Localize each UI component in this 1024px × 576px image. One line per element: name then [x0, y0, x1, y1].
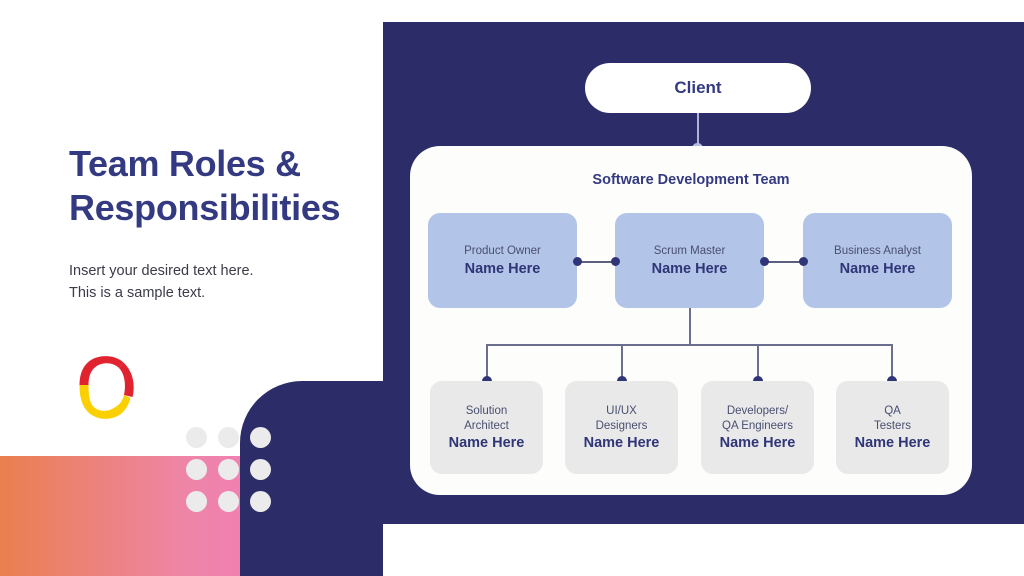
- gradient-accent-block: [0, 456, 262, 576]
- node-client[interactable]: Client: [585, 63, 811, 113]
- connector-dot-sm-left: [611, 257, 620, 266]
- dots-grid-decoration: [186, 427, 274, 515]
- node-solution-architect[interactable]: Solution Architect Name Here: [430, 381, 543, 474]
- node-developers-label-line2: QA Engineers: [722, 419, 793, 432]
- connector-drop-developers: [757, 344, 759, 382]
- page-title: Team Roles & Responsibilities: [69, 143, 341, 229]
- connector-dot-sm-right: [760, 257, 769, 266]
- page-subtitle: Insert your desired text here. This is a…: [69, 263, 254, 302]
- node-product-owner-name: Name Here: [464, 260, 541, 277]
- node-developers-qa-engineers[interactable]: Developers/ QA Engineers Name Here: [701, 381, 814, 474]
- node-business-analyst-label: Business Analyst: [834, 245, 921, 258]
- connector-drop-qa-testers: [891, 344, 893, 382]
- connector-drop-solution-architect: [486, 344, 488, 382]
- node-solution-architect-label-line2: Architect: [464, 419, 509, 432]
- connector-drop-uiux-designers: [621, 344, 623, 382]
- connector-client-to-team: [697, 113, 699, 148]
- node-qa-testers-label-line1: QA: [884, 404, 901, 417]
- grid-dot: [250, 427, 271, 448]
- connector-dot-ba: [799, 257, 808, 266]
- node-business-analyst[interactable]: Business Analyst Name Here: [803, 213, 952, 308]
- grid-dot: [250, 491, 271, 512]
- grid-dot: [218, 459, 239, 480]
- node-qa-testers-label-line2: Testers: [873, 419, 912, 432]
- node-qa-testers[interactable]: QA Testers Name Here: [836, 381, 949, 474]
- grid-dot: [186, 427, 207, 448]
- grid-dot: [186, 459, 207, 480]
- node-client-label: Client: [674, 78, 722, 97]
- connector-tree-stem: [689, 308, 691, 345]
- node-developers-name: Name Here: [719, 435, 796, 452]
- node-business-analyst-name: Name Here: [839, 260, 916, 277]
- brand-loop-logo: [79, 356, 134, 419]
- node-scrum-master-name: Name Here: [651, 260, 728, 277]
- grid-dot: [218, 491, 239, 512]
- node-solution-architect-name: Name Here: [448, 435, 525, 452]
- node-uiux-designers-label-line2: Designers: [595, 419, 648, 432]
- node-uiux-designers-name: Name Here: [583, 435, 660, 452]
- grid-dot: [186, 491, 207, 512]
- connector-tree-bus: [486, 344, 892, 346]
- connector-dot-po: [573, 257, 582, 266]
- node-product-owner[interactable]: Product Owner Name Here: [428, 213, 577, 308]
- node-uiux-designers-label-line1: UI/UX: [606, 404, 637, 417]
- grid-dot: [218, 427, 239, 448]
- node-developers-label-line1: Developers/: [726, 404, 789, 417]
- team-card-title: Software Development Team: [592, 172, 790, 188]
- node-scrum-master-label: Scrum Master: [653, 245, 726, 258]
- grid-dot: [250, 459, 271, 480]
- node-product-owner-label: Product Owner: [464, 245, 541, 258]
- node-scrum-master[interactable]: Scrum Master Name Here: [615, 213, 764, 308]
- connector-sm-to-ba: [764, 261, 803, 263]
- node-uiux-designers[interactable]: UI/UX Designers Name Here: [565, 381, 678, 474]
- connector-po-to-sm: [577, 261, 615, 263]
- node-qa-testers-name: Name Here: [854, 435, 931, 452]
- node-solution-architect-label-line1: Solution: [465, 404, 508, 417]
